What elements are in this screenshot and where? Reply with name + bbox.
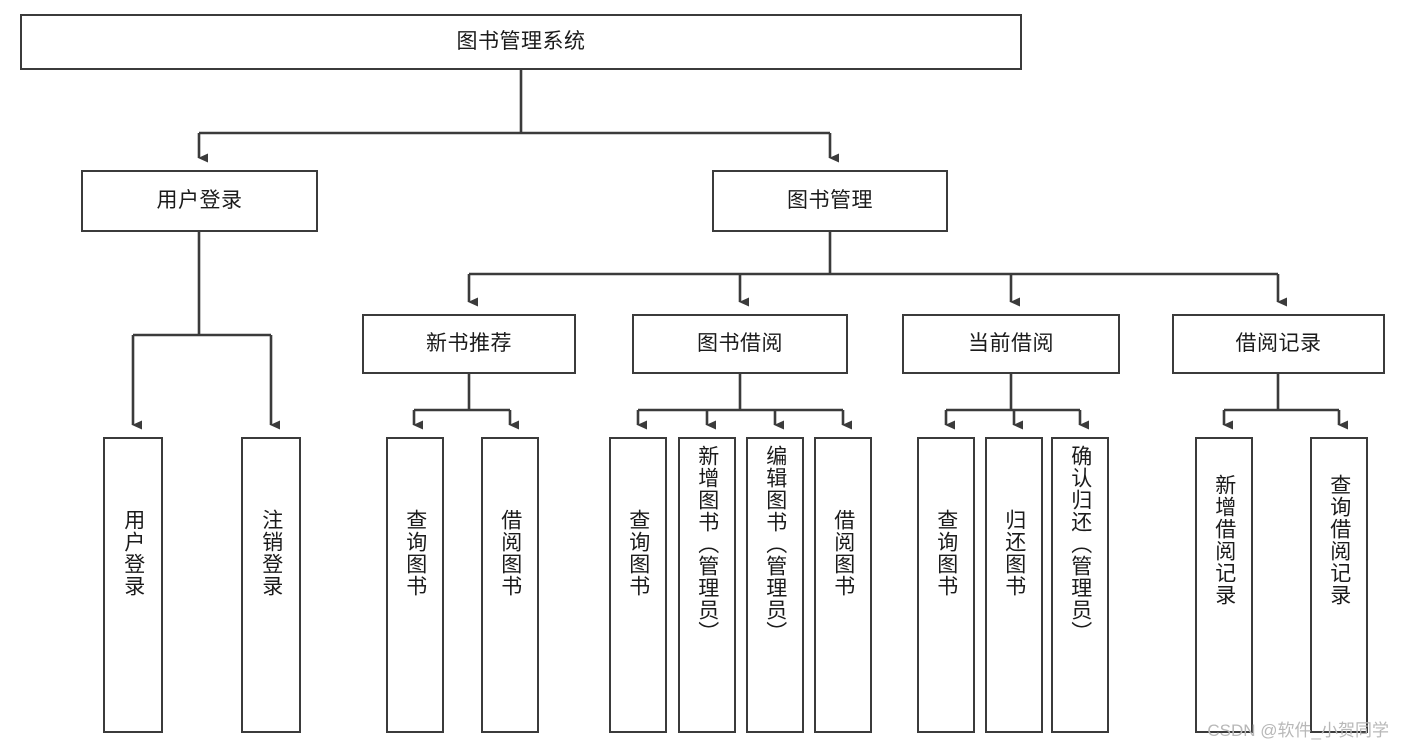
node-borrow-record-label: 借阅记录 [1235,331,1322,355]
leaf-user-login[interactable]: 用户登录 [103,437,163,733]
leaf-return-book[interactable]: 归还图书 [985,437,1043,733]
node-user-login-label: 用户登录 [156,188,243,212]
leaf-logout-login[interactable]: 注销登录 [241,437,301,733]
leaf-query-record-label: 查询借阅记录 [1327,474,1351,606]
node-book-borrow[interactable]: 图书借阅 [632,314,848,374]
node-current-borrow-label: 当前借阅 [968,331,1054,355]
node-book-manage-label: 图书管理 [787,188,873,212]
node-new-book-recommend-label: 新书推荐 [426,331,512,355]
leaf-add-book-label: 新增图书（管理员） [695,445,719,643]
leaf-query-book-2-label: 查询图书 [626,509,650,597]
node-new-book-recommend[interactable]: 新书推荐 [362,314,576,374]
leaf-query-record[interactable]: 查询借阅记录 [1310,437,1368,733]
leaf-borrow-book-1-label: 借阅图书 [498,509,522,597]
leaf-query-book-3-label: 查询图书 [934,509,958,597]
leaf-query-book-1[interactable]: 查询图书 [386,437,444,733]
leaf-add-book[interactable]: 新增图书（管理员） [678,437,736,733]
node-root-label: 图书管理系统 [456,29,586,53]
node-current-borrow[interactable]: 当前借阅 [902,314,1120,374]
leaf-logout-login-label: 注销登录 [259,509,283,597]
leaf-confirm-return-label: 确认归还（管理员） [1068,445,1092,643]
leaf-query-book-3[interactable]: 查询图书 [917,437,975,733]
leaf-query-book-2[interactable]: 查询图书 [609,437,667,733]
leaf-query-book-1-label: 查询图书 [403,509,427,597]
node-root[interactable]: 图书管理系统 [20,14,1022,70]
node-book-manage[interactable]: 图书管理 [712,170,948,232]
leaf-edit-book[interactable]: 编辑图书（管理员） [746,437,804,733]
leaf-add-record[interactable]: 新增借阅记录 [1195,437,1253,733]
leaf-borrow-book-1[interactable]: 借阅图书 [481,437,539,733]
leaf-add-record-label: 新增借阅记录 [1212,474,1236,606]
leaf-return-book-label: 归还图书 [1002,509,1026,597]
leaf-borrow-book-2[interactable]: 借阅图书 [814,437,872,733]
node-book-borrow-label: 图书借阅 [697,331,783,355]
leaf-user-login-label: 用户登录 [121,509,145,597]
node-borrow-record[interactable]: 借阅记录 [1172,314,1385,374]
leaf-confirm-return[interactable]: 确认归还（管理员） [1051,437,1109,733]
watermark: CSDN @软件_小贺同学 [1207,721,1389,740]
leaf-borrow-book-2-label: 借阅图书 [831,509,855,597]
leaf-edit-book-label: 编辑图书（管理员） [763,445,787,643]
node-user-login[interactable]: 用户登录 [81,170,318,232]
